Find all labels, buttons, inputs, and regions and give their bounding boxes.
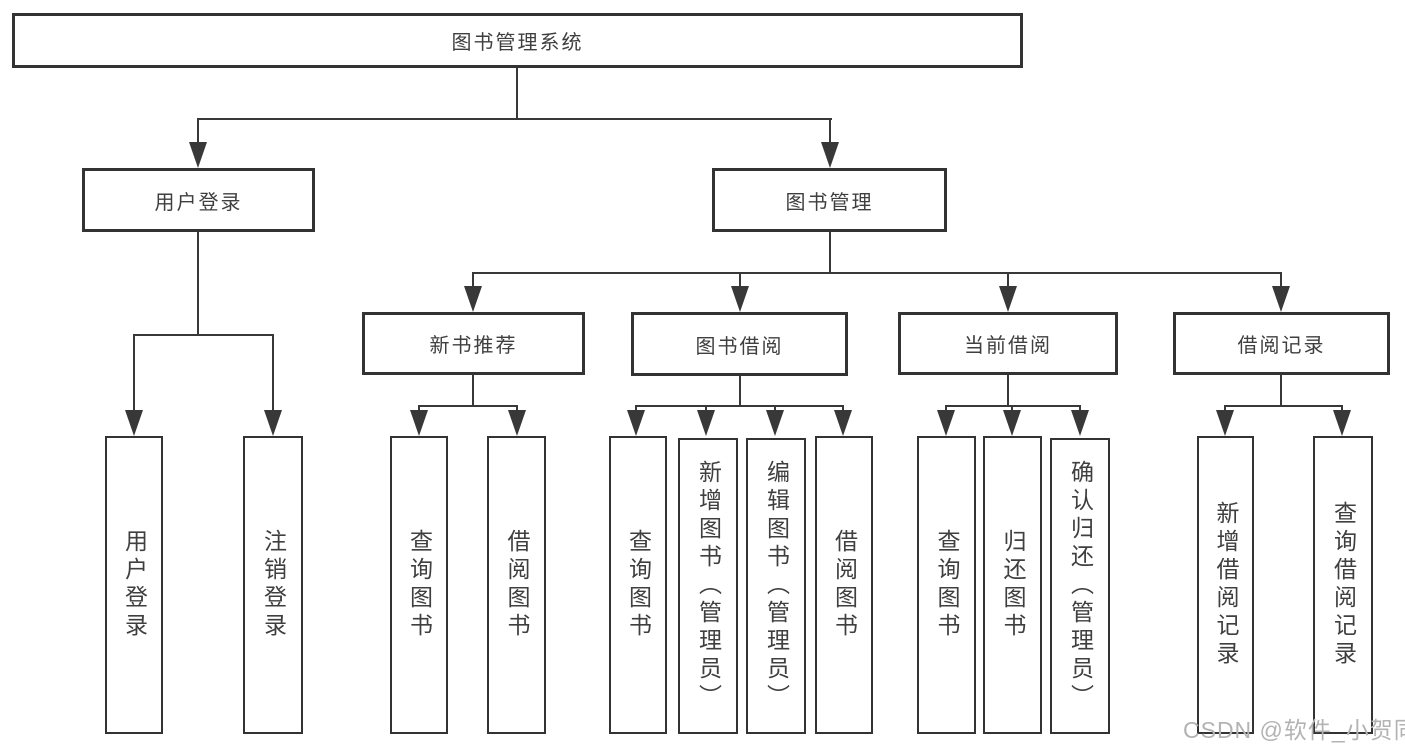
node-label: 新书推荐 xyxy=(429,335,518,357)
connector-line xyxy=(842,405,844,414)
leaf-borrow-books: 借阅图书 xyxy=(815,436,873,734)
node-book-borrow: 图书借阅 xyxy=(631,312,848,376)
connector-line xyxy=(705,405,707,414)
connector-line xyxy=(418,405,518,407)
node-borrow-record: 借阅记录 xyxy=(1173,312,1390,375)
node-label: 借阅记录 xyxy=(1237,335,1326,357)
connector-line xyxy=(829,118,831,146)
connector-line xyxy=(739,272,741,290)
leaf-edit-books-admin: 编辑图书（管理员） xyxy=(746,438,806,734)
connector-line xyxy=(1079,405,1081,414)
leaf-return-books: 归还图书 xyxy=(983,436,1042,734)
connector-line xyxy=(472,375,474,407)
connector-line xyxy=(418,405,420,414)
connector-line xyxy=(272,334,274,412)
leaf-label: 新增借阅记录 xyxy=(1213,501,1239,669)
connector-line xyxy=(1341,405,1343,414)
connector-line xyxy=(1224,405,1343,407)
csdn-watermark: CSDN @软件_小贺同学 xyxy=(1183,717,1405,743)
connector-line xyxy=(945,405,947,414)
connector-line xyxy=(197,232,199,336)
node-book-management: 图书管理 xyxy=(712,168,947,232)
leaf-user-login: 用户登录 xyxy=(105,436,163,734)
arrow-down-icon xyxy=(1071,410,1089,436)
leaf-label: 注销登录 xyxy=(260,529,287,641)
connector-line xyxy=(635,405,637,414)
connector-line xyxy=(516,405,518,414)
connector-line xyxy=(133,334,274,336)
arrow-down-icon xyxy=(731,286,749,312)
node-user-login: 用户登录 xyxy=(82,168,315,232)
connector-line xyxy=(945,405,1081,407)
connector-line xyxy=(1011,405,1013,414)
leaf-label: 归还图书 xyxy=(1000,529,1026,641)
node-label: 用户登录 xyxy=(154,191,243,214)
leaf-query-books-recommend: 查询图书 xyxy=(390,436,448,734)
connector-line xyxy=(197,118,832,120)
arrow-down-icon xyxy=(1003,410,1021,436)
connector-line xyxy=(197,118,199,146)
leaf-confirm-return-admin: 确认归还（管理员） xyxy=(1050,438,1110,734)
leaf-label: 查询图书 xyxy=(406,529,433,641)
connector-line xyxy=(472,272,474,290)
arrow-down-icon xyxy=(821,142,839,168)
arrow-down-icon xyxy=(834,410,852,436)
leaf-label: 查询图书 xyxy=(934,529,960,641)
leaf-label: 查询图书 xyxy=(625,529,652,641)
leaf-logout: 注销登录 xyxy=(243,436,303,734)
node-current-borrow: 当前借阅 xyxy=(898,312,1118,375)
arrow-down-icon xyxy=(999,286,1017,312)
leaf-borrow-books-recommend: 借阅图书 xyxy=(487,436,546,734)
connector-line xyxy=(472,272,1282,274)
arrow-down-icon xyxy=(410,410,428,436)
connector-line xyxy=(1280,272,1282,290)
leaf-label: 编辑图书（管理员） xyxy=(763,460,790,712)
leaf-label: 借阅图书 xyxy=(504,529,530,641)
arrow-down-icon xyxy=(125,410,143,436)
node-root-label: 图书管理系统 xyxy=(451,32,584,54)
arrow-down-icon xyxy=(937,410,955,436)
arrow-down-icon xyxy=(508,410,526,436)
connector-line xyxy=(1007,272,1009,290)
leaf-add-books-admin: 新增图书（管理员） xyxy=(678,438,738,734)
arrow-down-icon xyxy=(766,410,784,436)
connector-line xyxy=(1007,375,1009,407)
node-new-book-recommend: 新书推荐 xyxy=(362,312,585,375)
connector-line xyxy=(516,68,518,120)
leaf-label: 用户登录 xyxy=(121,529,148,641)
connector-line xyxy=(739,376,741,407)
leaf-label: 新增图书（管理员） xyxy=(695,460,722,712)
leaf-add-borrow-record: 新增借阅记录 xyxy=(1197,436,1254,734)
arrow-down-icon xyxy=(1333,410,1351,436)
connector-line xyxy=(1280,375,1282,407)
node-label: 图书管理 xyxy=(785,191,874,214)
node-label: 图书借阅 xyxy=(695,335,784,358)
arrow-down-icon xyxy=(1216,410,1234,436)
arrow-down-icon xyxy=(189,142,207,168)
arrow-down-icon xyxy=(264,410,282,436)
leaf-query-books-current: 查询图书 xyxy=(917,436,976,734)
connector-line xyxy=(829,232,831,274)
leaf-label: 确认归还（管理员） xyxy=(1067,460,1094,712)
arrow-down-icon xyxy=(464,286,482,312)
leaf-query-books-borrow: 查询图书 xyxy=(609,436,667,734)
node-label: 当前借阅 xyxy=(964,335,1052,357)
arrow-down-icon xyxy=(627,410,645,436)
leaf-label: 借阅图书 xyxy=(831,529,858,641)
connector-line xyxy=(1224,405,1226,414)
connector-line xyxy=(133,334,135,412)
arrow-down-icon xyxy=(697,410,715,436)
leaf-query-borrow-record: 查询借阅记录 xyxy=(1313,436,1373,734)
node-root: 图书管理系统 xyxy=(12,13,1023,68)
connector-line xyxy=(635,405,844,407)
leaf-label: 查询借阅记录 xyxy=(1330,501,1357,669)
connector-line xyxy=(774,405,776,414)
arrow-down-icon xyxy=(1272,286,1290,312)
